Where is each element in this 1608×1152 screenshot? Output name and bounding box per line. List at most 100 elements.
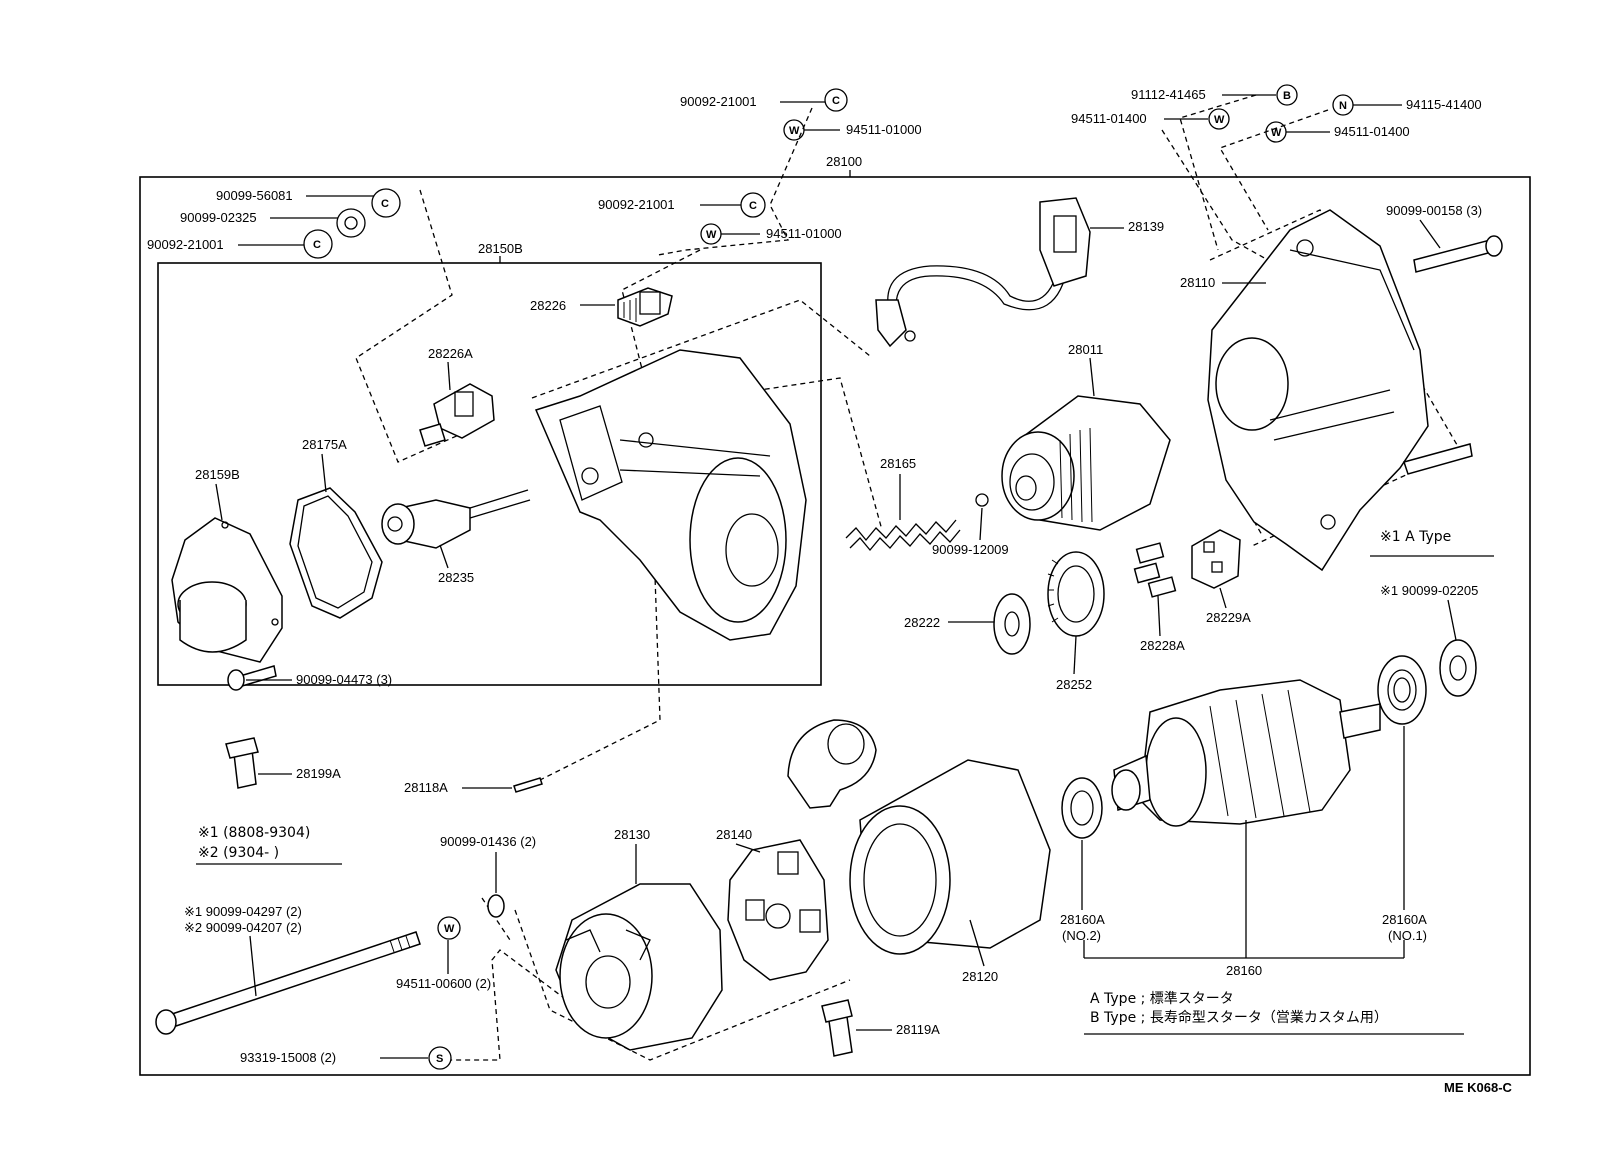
label-28110: 28110 <box>1180 275 1215 290</box>
label-28199A: 28199A <box>296 766 341 781</box>
part-90099-00158-bolt: 90099-00158 (3) <box>1386 203 1503 273</box>
part-90099-01436: 90099-01436 (2) <box>440 834 536 918</box>
part-28118A: 28118A <box>404 777 543 795</box>
part-28229A-retainer: 28229A <box>1191 529 1251 625</box>
label-28160: 28160 <box>1226 963 1262 978</box>
label-28229A: 28229A <box>1206 610 1251 625</box>
label-28139: 28139 <box>1128 219 1164 234</box>
label-90092-21001-b: 90092-21001 <box>147 237 224 252</box>
part-28199A: 28199A <box>225 737 341 789</box>
label-94511-01400-b: 94511-01400 <box>1334 124 1410 139</box>
label-28159B: 28159B <box>195 467 240 482</box>
label-28252: 28252 <box>1056 677 1092 692</box>
svg-text:C: C <box>832 95 840 107</box>
part-28252-gear: 28252 <box>1047 551 1105 692</box>
label-90099-12009: 90099-12009 <box>932 542 1009 557</box>
note-a-type-mark: ※1 A Type <box>1380 529 1451 545</box>
label-28100: 28100 <box>826 154 862 169</box>
label-90099-02205: ※1 90099-02205 <box>1380 583 1478 598</box>
label-94511-00600: 94511-00600 (2) <box>396 976 491 991</box>
label-28226: 28226 <box>530 298 566 313</box>
b-bolt-symbol <box>1276 84 1298 106</box>
svg-text:W: W <box>706 229 717 241</box>
label-90099-02325: 90099-02325 <box>180 210 257 225</box>
label-94511-01000-b: 94511-01000 <box>766 226 842 241</box>
label-28130: 28130 <box>614 827 650 842</box>
label-28011: 28011 <box>1068 342 1103 357</box>
c-nut-symbol <box>371 188 401 218</box>
label-28226A: 28226A <box>428 346 473 361</box>
part-90099-04473-bolt: 90099-04473 (3) <box>227 665 392 691</box>
part-through-bolt: ※1 90099-04297 (2) ※2 90099-04207 (2) <box>155 904 421 1035</box>
part-28226A-terminal: 28226A <box>419 346 495 447</box>
part-90099-02205-washer: ※1 90099-02205 <box>1380 583 1478 697</box>
label-93319-15008: 93319-15008 (2) <box>240 1050 336 1065</box>
label-94511-01000-a: 94511-01000 <box>846 122 922 137</box>
part-28160-armature: 28160 <box>1083 679 1405 978</box>
washer-symbol <box>336 208 366 238</box>
label-94115-41400: 94115-41400 <box>1406 97 1482 112</box>
legend-a-type: A Type ; 標準スタータ <box>1090 991 1234 1007</box>
label-90092-21001-a: 90092-21001 <box>680 94 757 109</box>
label-28165: 28165 <box>880 456 916 471</box>
svg-text:W: W <box>1271 127 1282 139</box>
label-90099-01436: 90099-01436 (2) <box>440 834 536 849</box>
part-28165-spring: 28165 90099-12009 <box>845 456 1009 557</box>
part-28140-brush-holder: 28140 <box>716 827 829 981</box>
label-28160A-no2-sub: (NO.2) <box>1062 928 1101 943</box>
c-nut-symbol <box>740 192 766 218</box>
assembly-frame-28100 <box>139 176 1531 1076</box>
part-28228A-rollers: 28228A <box>1133 542 1185 653</box>
part-28130-end-frame: 28130 <box>555 827 723 1051</box>
label-28175A: 28175A <box>302 437 347 452</box>
part-28011-clutch: 28011 <box>1001 342 1171 531</box>
label-28235: 28235 <box>438 570 474 585</box>
part-94511-00600-washer: W 94511-00600 (2) <box>396 916 491 991</box>
part-28160A-bearing-no2: 28160A (NO.2) <box>1060 777 1105 943</box>
svg-text:C: C <box>313 239 321 251</box>
drawing-code: ME K068-C <box>1444 1080 1513 1095</box>
label-28119A: 28119A <box>896 1022 940 1037</box>
svg-text:C: C <box>381 198 389 210</box>
label-28140: 28140 <box>716 827 752 842</box>
part-28110-end-frame: 28110 <box>1180 209 1473 572</box>
svg-text:B: B <box>1283 90 1291 102</box>
label-28150B: 28150B <box>478 241 523 256</box>
label-28160A-no1: 28160A <box>1382 912 1427 927</box>
part-28160A-bearing-no1: 28160A (NO.1) <box>1377 655 1427 943</box>
label-28160A-no2: 28160A <box>1060 912 1105 927</box>
label-94511-01400-a: 94511-01400 <box>1071 111 1147 126</box>
part-28159B-cover: 28159B <box>171 467 283 663</box>
part-28139-lead-wire: 28139 <box>875 197 1164 348</box>
svg-text:W: W <box>1214 114 1225 126</box>
part-28226-terminal-bolt: 28226 <box>530 287 673 327</box>
note-date-1: ※1 (8808-9304) <box>198 825 310 841</box>
svg-text:C: C <box>749 200 757 212</box>
fastener-group-top-right: 91112-41465 B 94511-01400 W N 94115-4140… <box>1071 84 1482 143</box>
label-90099-04207: ※2 90099-04207 (2) <box>184 920 302 935</box>
label-90099-04473: 90099-04473 (3) <box>296 672 392 687</box>
label-91112-41465: 91112-41465 <box>1131 87 1206 102</box>
label-28222: 28222 <box>904 615 940 630</box>
part-28175A-gasket: 28175A <box>289 437 383 619</box>
label-90099-00158: 90099-00158 (3) <box>1386 203 1482 218</box>
part-28222-washer: 28222 <box>904 593 1031 655</box>
label-90092-21001-c: 90092-21001 <box>598 197 675 212</box>
label-28120: 28120 <box>962 969 998 984</box>
w-washer-symbol <box>1208 108 1230 130</box>
label-28228A: 28228A <box>1140 638 1185 653</box>
label-28118A: 28118A <box>404 780 448 795</box>
part-93319-15008-screw: 93319-15008 (2) S <box>240 1046 452 1070</box>
label-90099-56081: 90099-56081 <box>216 188 293 203</box>
svg-text:W: W <box>789 125 800 137</box>
label-28160A-no1-sub: (NO.1) <box>1388 928 1427 943</box>
svg-text:N: N <box>1339 100 1347 112</box>
svg-text:S: S <box>436 1053 443 1065</box>
part-28150B-housing <box>534 349 807 641</box>
part-28235-plunger: 28235 <box>381 489 531 585</box>
part-28120-yoke: 28120 <box>787 719 1051 984</box>
fastener-group-top-left: 90092-21001 C W 94511-01000 90099-56081 … <box>147 88 922 259</box>
c-nut-symbol <box>824 88 848 112</box>
subassembly-frame-28150B <box>157 262 822 686</box>
